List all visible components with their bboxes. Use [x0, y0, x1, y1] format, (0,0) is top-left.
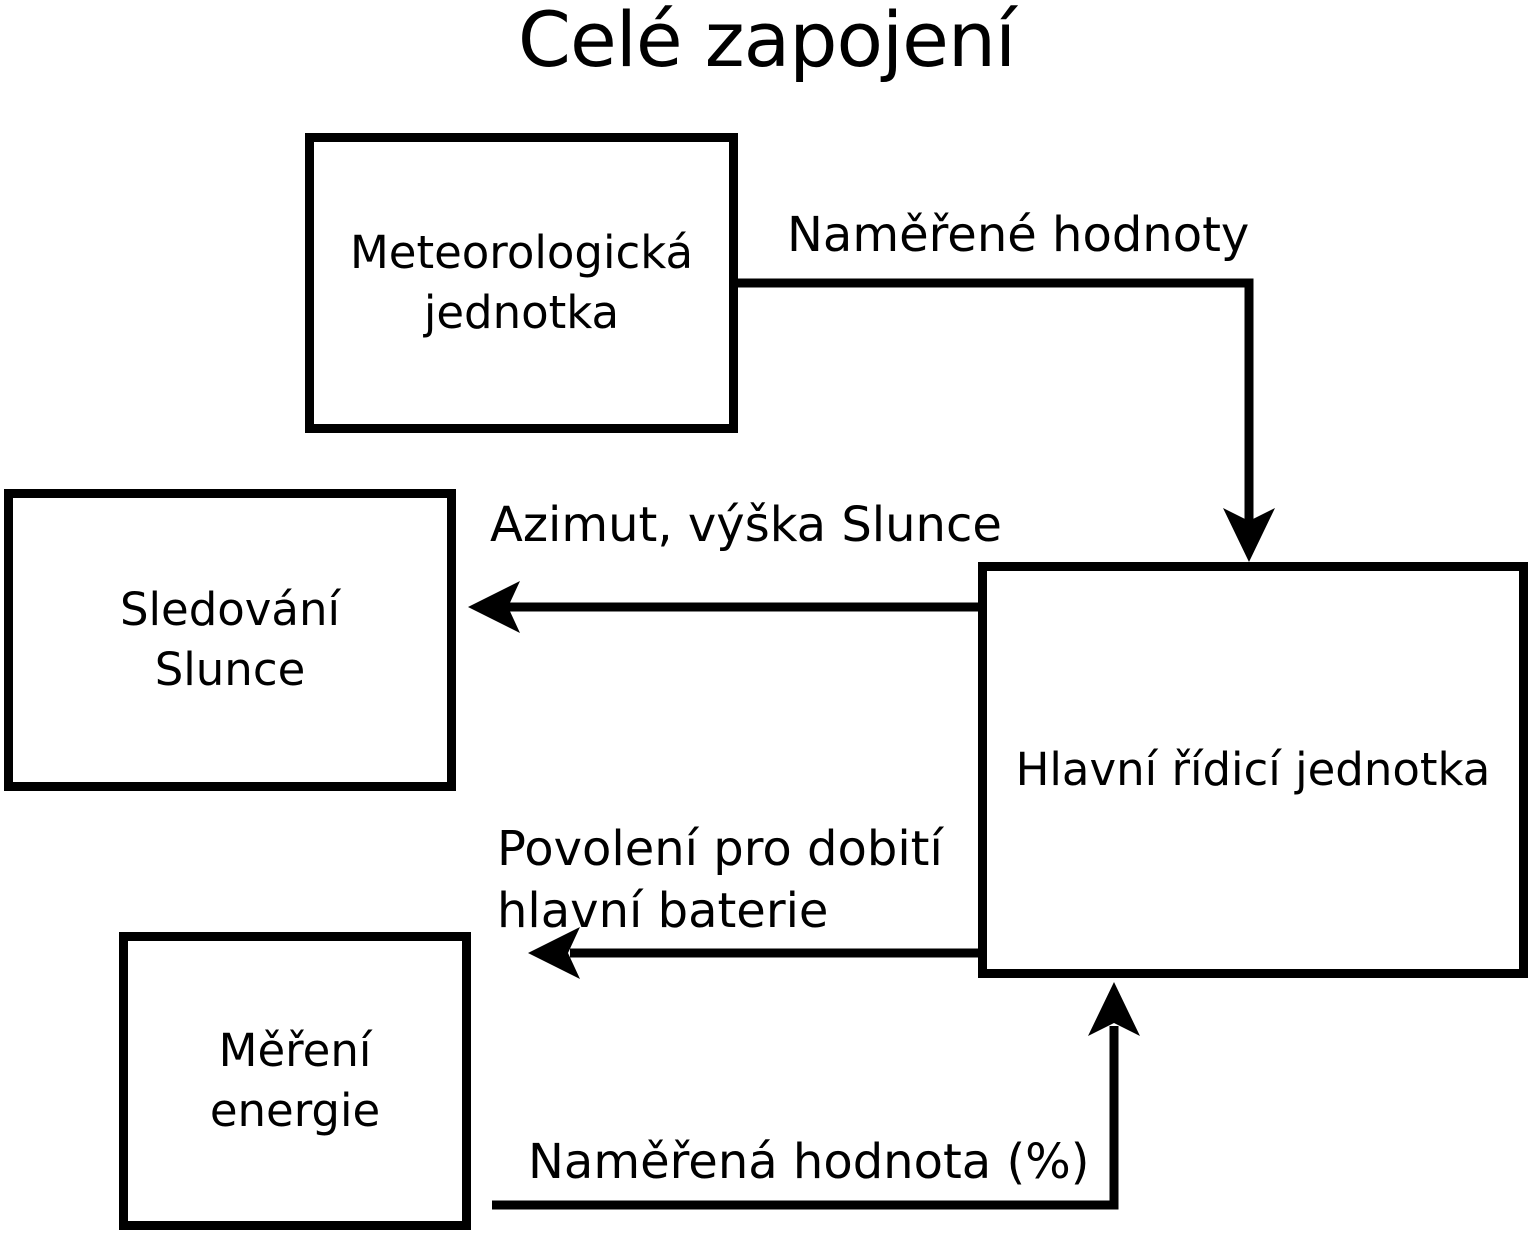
node-sledovani-slunce: Sledování Slunce — [4, 489, 456, 791]
edge-meteo-to-hlavni-arrowhead — [1223, 508, 1275, 562]
edge-label-namerena-hodnota: Naměřená hodnota (%) — [528, 1134, 1090, 1190]
node-meteorologicka-jednotka: Meteorologická jednotka — [305, 133, 738, 433]
diagram-title: Celé zapojení — [517, 0, 1016, 84]
edge-mereni-to-hlavni-line — [492, 1026, 1119, 1210]
edge-meteo-to-hlavni-line — [735, 278, 1254, 522]
node-label: Hlavní řídicí jednotka — [1015, 743, 1491, 797]
node-label: Meteorologická jednotka — [349, 226, 694, 339]
node-label: Sledování Slunce — [119, 583, 341, 696]
node-label: Měření energie — [209, 1024, 381, 1137]
edge-hlavni-to-sledovani-arrowhead — [468, 581, 520, 633]
edge-label-azimut-vyska-slunce: Azimut, výška Slunce — [490, 497, 1002, 553]
edge-mereni-to-hlavni-arrowhead — [1088, 982, 1140, 1036]
edge-label-povoleni-pro-dobiti: Povolení pro dobití hlavní baterie — [497, 821, 943, 940]
node-hlavni-ridici-jednotka: Hlavní řídicí jednotka — [978, 562, 1528, 978]
edge-hlavni-to-baterie-arrowhead — [528, 927, 580, 979]
edge-label-namerene-hodnoty: Naměřené hodnoty — [787, 207, 1250, 263]
node-mereni-energie: Měření energie — [119, 932, 471, 1230]
